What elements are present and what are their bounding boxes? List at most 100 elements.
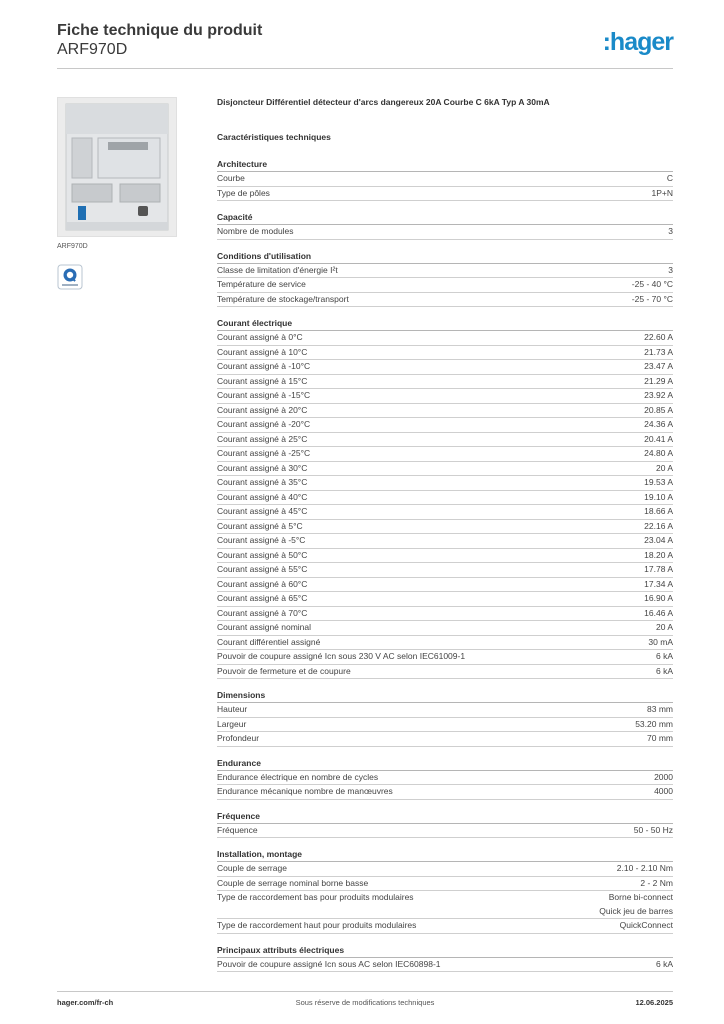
spec-value: 6 kA bbox=[655, 665, 673, 676]
footer-disclaimer: Sous réserve de modifications techniques bbox=[295, 998, 435, 1007]
product-reference: ARF970D bbox=[57, 41, 128, 58]
spec-value: 4000 bbox=[654, 786, 673, 796]
product-description: Disjoncteur Différentiel détecteur d'arc… bbox=[217, 97, 550, 107]
spec-value: 6 kA bbox=[655, 958, 673, 969]
spec-label: Courant assigné à 30°C bbox=[217, 462, 308, 473]
section-title: Dimensions bbox=[217, 688, 673, 703]
spec-row: Type de raccordement bas pour produits m… bbox=[217, 891, 673, 919]
page-title: Fiche technique du produit bbox=[57, 22, 263, 39]
spec-row: Courant assigné à 60°C 17.34 A bbox=[217, 578, 673, 592]
section-title: Fréquence bbox=[217, 809, 673, 824]
spec-row: Courant assigné à -25°C 24.80 A bbox=[217, 447, 673, 462]
spec-value: 22.16 A bbox=[644, 520, 673, 531]
spec-label: Pouvoir de coupure assigné Icn sous AC s… bbox=[217, 958, 441, 969]
spec-value: 17.34 A bbox=[644, 578, 673, 589]
spec-value: 18.20 A bbox=[644, 549, 673, 560]
spec-value: 20 A bbox=[655, 622, 673, 632]
product-image bbox=[57, 97, 177, 237]
spec-label: Type de pôles bbox=[217, 187, 270, 198]
specifications-heading: Caractéristiques techniques bbox=[217, 132, 331, 142]
spec-value: -25 - 40 °C bbox=[631, 279, 673, 289]
spec-label: Température de stockage/transport bbox=[217, 293, 349, 304]
spec-value: 21.73 A bbox=[644, 346, 673, 357]
spec-row: Courant assigné à 15°C 21.29 A bbox=[217, 375, 673, 389]
section-title: Installation, montage bbox=[217, 847, 673, 862]
spec-label: Courant assigné à 10°C bbox=[217, 346, 308, 357]
spec-value: 50 - 50 Hz bbox=[633, 824, 673, 835]
section-title: Capacité bbox=[217, 210, 673, 225]
spec-value: 20.41 A bbox=[644, 433, 673, 444]
spec-label: Courant assigné à 65°C bbox=[217, 593, 308, 603]
spec-row: Pouvoir de coupure assigné Icn sous 230 … bbox=[217, 650, 673, 665]
spec-value: 24.80 A bbox=[644, 448, 673, 458]
spec-label: Courant assigné à -25°C bbox=[217, 448, 311, 458]
spec-label: Courant assigné à 45°C bbox=[217, 506, 308, 516]
spec-row: Classe de limitation d'énergie I²t 3 bbox=[217, 264, 673, 278]
spec-value: QuickConnect bbox=[619, 920, 673, 930]
hager-logo: :hager bbox=[602, 28, 674, 56]
circuit-breaker-image bbox=[65, 103, 169, 231]
spec-label: Courant assigné à 40°C bbox=[217, 491, 308, 502]
spec-label: Courant assigné à 70°C bbox=[217, 607, 308, 618]
spec-label: Nombre de modules bbox=[217, 226, 294, 236]
spec-value: 30 mA bbox=[648, 636, 673, 647]
spec-row: Courant différentiel assigné 30 mA bbox=[217, 636, 673, 650]
spec-row: Pouvoir de fermeture et de coupure 6 kA bbox=[217, 665, 673, 679]
spec-label: Courant assigné à 60°C bbox=[217, 578, 308, 589]
spec-label: Classe de limitation d'énergie I²t bbox=[217, 264, 338, 275]
spec-label: Courant assigné à 55°C bbox=[217, 564, 308, 574]
spec-label: Courant différentiel assigné bbox=[217, 636, 321, 647]
spec-label: Endurance électrique en nombre de cycles bbox=[217, 771, 379, 782]
spec-row: Endurance électrique en nombre de cycles… bbox=[217, 771, 673, 785]
spec-value: 21.29 A bbox=[644, 375, 673, 386]
spec-value: Borne bi-connect Quick jeu de barres bbox=[599, 892, 673, 916]
spec-row: Courant assigné à 50°C 18.20 A bbox=[217, 549, 673, 563]
header-divider bbox=[57, 68, 673, 69]
spec-value: 6 kA bbox=[655, 651, 673, 661]
spec-row: Température de service -25 - 40 °C bbox=[217, 278, 673, 293]
spec-label: Courant assigné à -10°C bbox=[217, 361, 311, 371]
spec-label: Courant assigné à 15°C bbox=[217, 375, 308, 386]
spec-value: 3 bbox=[668, 264, 673, 275]
spec-label: Température de service bbox=[217, 279, 306, 289]
spec-row: Courant assigné à 10°C 21.73 A bbox=[217, 346, 673, 360]
spec-label: Pouvoir de fermeture et de coupure bbox=[217, 665, 351, 676]
spec-value: 20.85 A bbox=[644, 404, 673, 415]
spec-value: 17.78 A bbox=[644, 564, 673, 574]
spec-label: Type de raccordement haut pour produits … bbox=[217, 920, 417, 930]
footer-website: hager.com/fr-ch bbox=[57, 998, 114, 1007]
spec-label: Largeur bbox=[217, 718, 247, 729]
spec-value: 2 - 2 Nm bbox=[640, 877, 673, 888]
spec-value: C bbox=[666, 173, 673, 183]
spec-value: 16.46 A bbox=[644, 607, 673, 618]
spec-label: Courant assigné à 50°C bbox=[217, 549, 308, 560]
spec-row: Pouvoir de coupure assigné Icn sous AC s… bbox=[217, 958, 673, 972]
spec-value: 1P+N bbox=[651, 187, 674, 198]
spec-value: 2000 bbox=[654, 771, 673, 782]
spec-row: Type de raccordement haut pour produits … bbox=[217, 919, 673, 934]
spec-value: 83 mm bbox=[647, 704, 673, 714]
spec-label: Pouvoir de coupure assigné Icn sous 230 … bbox=[217, 651, 466, 661]
quality-badge-icon bbox=[57, 264, 83, 290]
spec-label: Type de raccordement bas pour produits m… bbox=[217, 892, 414, 902]
